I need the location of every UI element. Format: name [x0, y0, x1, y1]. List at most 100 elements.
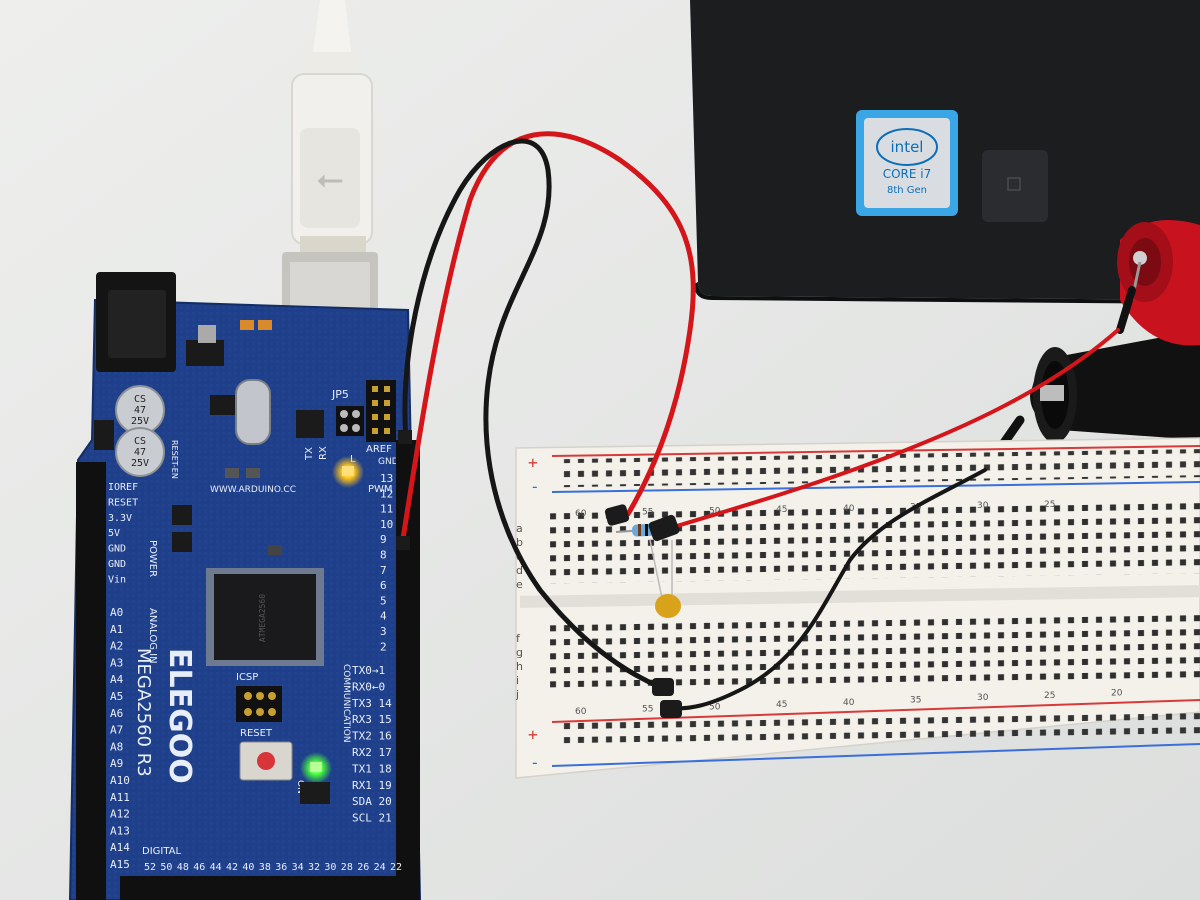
label-jp5: JP5: [331, 388, 349, 401]
power-pin-label-5: GND: [108, 559, 126, 570]
svg-text:47: 47: [134, 447, 146, 458]
analog-pin-label-1: A1: [110, 623, 123, 636]
power-pin-label-1: RESET: [108, 497, 138, 508]
digital-pin-label-0: 52: [144, 862, 156, 873]
intel-line1: CORE i7: [883, 167, 932, 181]
bb-row-letter-top-0: a: [516, 522, 523, 535]
label-power: POWER: [147, 540, 158, 577]
bb-top-number-7: 25: [1044, 500, 1055, 510]
jp5-header: JP5: [331, 380, 396, 442]
comm-pin-label-8: SDA 20: [352, 795, 392, 808]
digital-pin-label-10: 32: [308, 862, 320, 873]
pwm-pin-label-2: 11: [380, 503, 393, 516]
pwm-pin-label-8: 5: [380, 594, 387, 607]
digital-pin-label-12: 28: [341, 862, 353, 873]
board-brand: ELEGOO: [162, 648, 197, 784]
label-tx: TX: [304, 447, 315, 461]
jumper-wires: [396, 131, 1120, 718]
digital-pin-label-15: 22: [390, 862, 402, 873]
pwm-pin-label-9: 4: [380, 610, 387, 623]
bb-bottom-number-1: 55: [642, 705, 653, 715]
bb-bottom-number-2: 50: [709, 702, 721, 712]
pwm-pin-label-0: 13: [380, 472, 393, 485]
svg-text:CS: CS: [134, 394, 146, 405]
analog-pin-label-6: A6: [110, 707, 123, 720]
left-female-header: [76, 462, 106, 900]
bb-bottom-number-3: 45: [776, 700, 787, 710]
label-pwm: PWM: [368, 484, 393, 495]
analog-pin-label-7: A7: [110, 724, 123, 737]
reset-button[interactable]: [239, 741, 293, 781]
intel-logo-text: intel: [891, 138, 924, 156]
pwm-pin-label-6: 7: [380, 564, 387, 577]
comm-pin-label-4: TX2 16: [352, 730, 392, 743]
bottom-terminal-holes: [550, 609, 1200, 692]
rail-minus-top: -: [530, 477, 540, 496]
center-channel: [520, 585, 1200, 608]
bb-top-number-6: 30: [977, 501, 989, 511]
digital-pin-label-11: 30: [324, 862, 336, 873]
red-probe-lead: [668, 328, 1120, 530]
bb-row-letter-bottom-0: f: [516, 632, 521, 645]
svg-text:25V: 25V: [131, 416, 149, 427]
label-reset: RESET: [240, 728, 273, 739]
pwm-pin-label-10: 3: [380, 625, 387, 638]
analog-pin-label-8: A8: [110, 740, 123, 753]
digital-pin-label-2: 48: [177, 862, 189, 873]
analog-pin-label-11: A11: [110, 791, 130, 804]
svg-text:25V: 25V: [131, 458, 149, 469]
digital-pin-label-6: 40: [242, 862, 254, 873]
pwm-pin-label-1: 12: [380, 487, 393, 500]
power-pin-label-3: 5V: [108, 528, 120, 539]
icsp-header: [236, 686, 282, 722]
usb-cable: ⭠: [282, 0, 378, 352]
digital-pin-label-7: 38: [259, 862, 271, 873]
comm-pin-label-6: TX1 18: [352, 762, 392, 775]
analog-pin-label-13: A13: [110, 824, 130, 837]
analog-pin-label-14: A14: [110, 841, 130, 854]
bb-top-number-2: 50: [709, 506, 721, 516]
analog-pin-label-12: A12: [110, 808, 130, 821]
bb-row-letter-bottom-2: h: [516, 660, 523, 673]
rail-plus-bottom: +: [528, 725, 538, 744]
bb-bottom-number-5: 35: [910, 696, 921, 706]
capacitor-1: CS 47 25V: [115, 385, 165, 435]
top-terminal-holes: [550, 501, 1200, 584]
analog-pin-label-10: A10: [110, 774, 130, 787]
bb-top-number-4: 40: [843, 504, 855, 514]
bb-row-letter-top-3: d: [516, 564, 523, 577]
svg-text:ATMEGA2560: ATMEGA2560: [258, 594, 267, 642]
mcu-chip: ATMEGA2560: [206, 568, 324, 666]
bb-bottom-number-6: 30: [977, 693, 989, 703]
digital-pin-label-8: 36: [275, 862, 287, 873]
comm-pin-label-9: SCL 21: [352, 812, 392, 825]
pwm-pin-label-4: 9: [380, 533, 387, 546]
digital-pin-label-4: 44: [210, 862, 222, 873]
label-digital: DIGITAL: [142, 846, 182, 857]
bb-row-letter-top-4: e: [516, 578, 523, 591]
digital-pin-label-9: 34: [292, 862, 304, 873]
power-pin-label-6: Vin: [108, 574, 126, 585]
pwm-pin-label-11: 2: [380, 640, 387, 653]
analog-pin-label-15: A15: [110, 858, 130, 871]
power-pin-label-0: IOREF: [108, 482, 138, 493]
bb-row-letter-bottom-4: j: [515, 688, 519, 701]
laptop: intel CORE i7 8th Gen: [690, 0, 1200, 304]
digital-pin-label-14: 24: [374, 862, 386, 873]
bb-bottom-number-4: 40: [843, 698, 855, 708]
intel-line2: 8th Gen: [887, 185, 927, 196]
analog-pin-label-3: A3: [110, 656, 123, 669]
analog-pin-label-9: A9: [110, 757, 123, 770]
comm-pin-label-2: TX3 14: [352, 697, 392, 710]
digital-pin-label-3: 46: [193, 862, 205, 873]
digital-pin-label-13: 26: [357, 862, 369, 873]
bb-top-number-1: 55: [642, 508, 653, 518]
bb-bottom-number-0: 60: [575, 707, 587, 717]
bb-top-number-0: 60: [575, 509, 587, 519]
bb-bottom-number-7: 25: [1044, 691, 1055, 701]
intel-badge: intel CORE i7 8th Gen: [856, 110, 958, 216]
